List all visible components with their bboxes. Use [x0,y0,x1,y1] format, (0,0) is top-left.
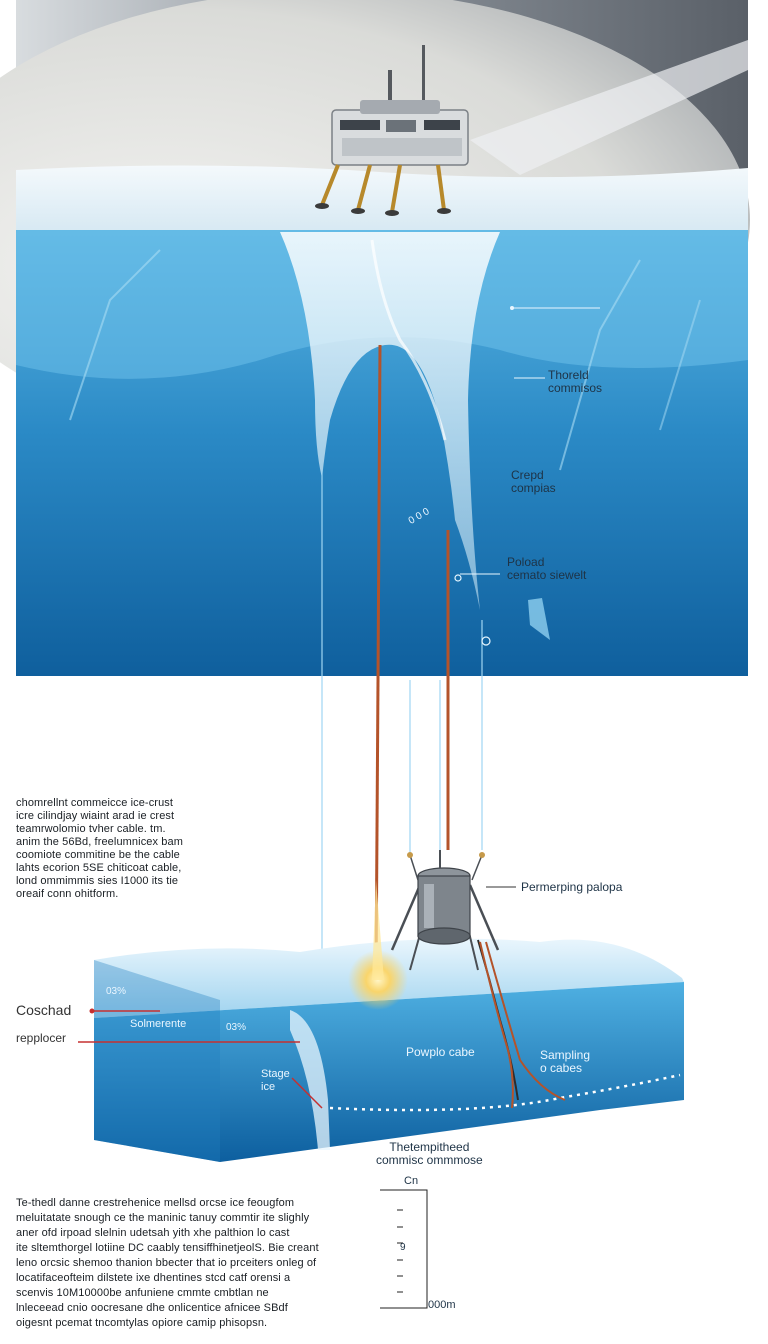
scale-mid-label: 9 [400,1241,406,1254]
depth-scale [380,1180,470,1320]
label-coschad: Coschad [16,1002,71,1018]
label-thoreld: Thoreld commisos [548,369,602,395]
surface-scene [0,0,768,680]
label-stage-ice: Stage ice [261,1068,290,1094]
scale-bottom-label: 000m [428,1299,456,1312]
label-repplocer: repplocer [16,1032,66,1045]
label-pct-top: 03% [106,985,126,998]
probe-scene [0,680,768,1180]
label-crepd: Crepd compias [511,469,556,495]
power-cable [378,345,380,680]
surface-ice [16,165,748,232]
scale-top-label: Cn [404,1175,418,1188]
lower-caption: Thetempitheed commisc ommmose [376,1141,483,1167]
bottom-paragraph: Te-thedl danne crestrehenice mellsd orcs… [16,1196,386,1331]
label-sampling: Sampling o cabes [540,1049,590,1075]
label-solmente: Solmerente [130,1018,186,1031]
label-powplo: Powplo cabe [406,1046,475,1059]
probe-label: Permerping palopa [521,881,622,894]
label-poload: Poload cemato siewelt [507,556,586,582]
label-pct-mid: 03% [226,1021,246,1034]
